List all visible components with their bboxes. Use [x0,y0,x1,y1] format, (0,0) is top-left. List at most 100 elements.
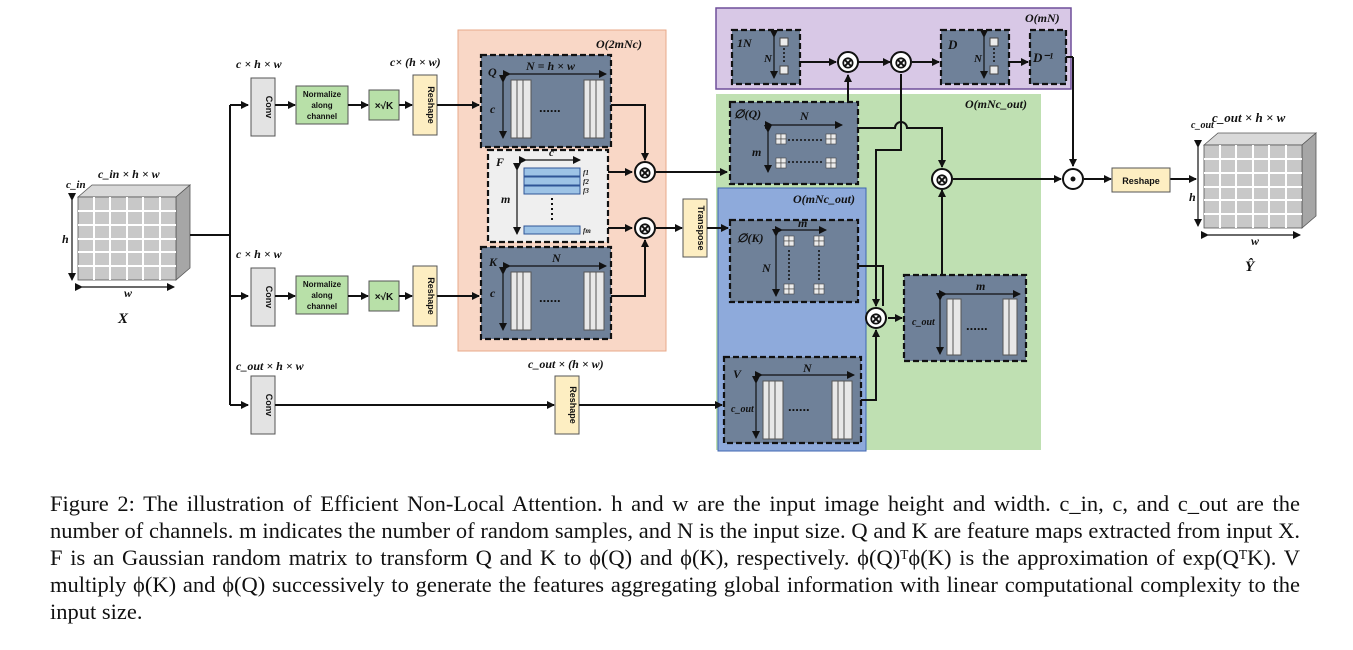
svg-text:⊗: ⊗ [841,55,854,72]
v-matrix-top: N [802,361,813,375]
ones-matrix-side: N [763,53,773,65]
multiply-final-icon: ⊗ [931,168,953,190]
conv-k-block [250,267,276,327]
scale-q-block [368,89,400,121]
reshape-out-block [1111,167,1171,193]
q-matrix-top: N = h × w [525,59,576,73]
d-matrix-name: D [947,37,958,52]
ones-matrix [730,28,802,86]
green-complexity-label: O(mNc_out) [965,97,1027,111]
v-reshape-dims: c_out × (h × w) [528,357,604,371]
normalize-q-line2: along [311,101,332,110]
f-matrix-top: c [549,147,554,159]
multiply-top-2-icon: ⊗ [890,51,912,73]
k-branch-dims: c × h × w [236,247,283,261]
f-matrix [486,148,610,244]
v-matrix-name: V [733,367,742,381]
top-complexity-label: O(mN) [1025,11,1060,25]
phi-q-matrix [728,100,860,186]
k-matrix-dots: ...... [539,290,561,305]
output-w-label: w [1251,234,1260,248]
reshape-q-label: Reshape [426,86,436,124]
phi-q-name: ∅(Q) [734,107,761,121]
k-matrix-top: N [551,251,562,265]
normalize-q-block [295,85,349,125]
conv-v-label: Conv [264,394,274,417]
d-inverse-matrix [1028,28,1068,86]
phi-k-matrix [728,218,860,304]
q-matrix-side: c [490,102,496,116]
f-matrix-side: m [501,192,510,206]
d-inverse-name: D⁻¹ [1032,50,1053,65]
output-c-label: c_out [1191,120,1215,131]
phi-q-top: N [799,109,810,123]
scale-q-label: ×√K [375,101,394,112]
normalize-k-line2: along [311,291,332,300]
input-h-label: h [62,232,69,246]
svg-text:⊗: ⊗ [894,55,907,72]
multiply-fk-icon: ⊗ [634,217,656,239]
ones-matrix-name: 1N [737,36,753,50]
intermediate-dots: ...... [966,318,988,333]
intermediate-matrix [902,273,1028,363]
intermediate-side: c_out [912,317,936,328]
normalize-q-line3: channel [307,112,337,121]
f-matrix-name: F [495,155,504,169]
d-matrix [939,28,1011,86]
q-reshape-dims: c× (h × w) [390,55,441,69]
q-matrix-dots: ...... [539,100,561,115]
reshape-out-label: Reshape [1122,176,1160,186]
multiply-top-1-icon: ⊗ [837,51,859,73]
output-dims-label: c_out × h × w [1212,110,1286,125]
v-matrix-side: c_out [731,404,755,415]
phi-k-top: m [798,216,807,230]
input-dims-label: c_in × h × w [98,167,161,181]
scale-k-label: ×√K [375,292,394,303]
qk-complexity-label: O(2mNc) [596,37,642,51]
hadamard-icon [1062,168,1084,190]
f-row-3: f3 [583,187,589,195]
f-row-2: f2 [583,178,589,186]
svg-text:⊗: ⊗ [869,311,882,328]
input-name-label: X [117,311,129,327]
multiply-qf-icon: ⊗ [634,161,656,183]
figure-caption: Figure 2: The illustration of Efficient … [50,490,1300,625]
reshape-q-block [412,74,438,136]
svg-text:⊗: ⊗ [935,172,948,189]
k-matrix-side: c [490,286,496,300]
phi-k-name: ∅(K) [737,231,763,245]
caption-label: Figure 2: [50,491,135,516]
v-branch-dims: c_out × h × w [236,359,305,373]
k-matrix [479,245,613,341]
svg-text:⊗: ⊗ [638,221,651,238]
conv-q-label: Conv [264,96,274,119]
transpose-block [682,198,708,258]
transpose-label: Transpose [696,205,706,250]
conv-q-block [250,77,276,137]
q-matrix [479,53,613,149]
input-cube [76,184,192,281]
f-row-m: fm [583,227,591,235]
f-row-1: f1 [583,169,589,177]
reshape-v-label: Reshape [568,386,578,424]
phi-k-side: N [761,261,772,275]
output-name-label: Ŷ [1245,258,1256,275]
q-branch-dims: c × h × w [236,57,283,71]
input-c-label: c_in [66,179,86,191]
reshape-k-block [412,265,438,327]
attention-diagram: O(2mNc) O(mN) O(mNc_out) O(mNc_out) c_in… [62,7,1318,452]
normalize-k-block [295,275,349,315]
normalize-k-line3: channel [307,302,337,311]
k-matrix-name: K [488,255,498,269]
blue-complexity-label: O(mNc_out) [793,192,855,206]
normalize-q-line1: Normalize [303,90,342,99]
reshape-k-label: Reshape [426,277,436,315]
scale-k-block [368,280,400,312]
multiply-k-v-icon: ⊗ [865,307,887,329]
d-matrix-side: N [973,53,983,65]
normalize-k-line1: Normalize [303,280,342,289]
v-matrix-dots: ...... [788,399,810,414]
phi-q-side: m [752,145,761,159]
output-h-label: h [1189,190,1196,204]
svg-text:⊗: ⊗ [638,165,651,182]
